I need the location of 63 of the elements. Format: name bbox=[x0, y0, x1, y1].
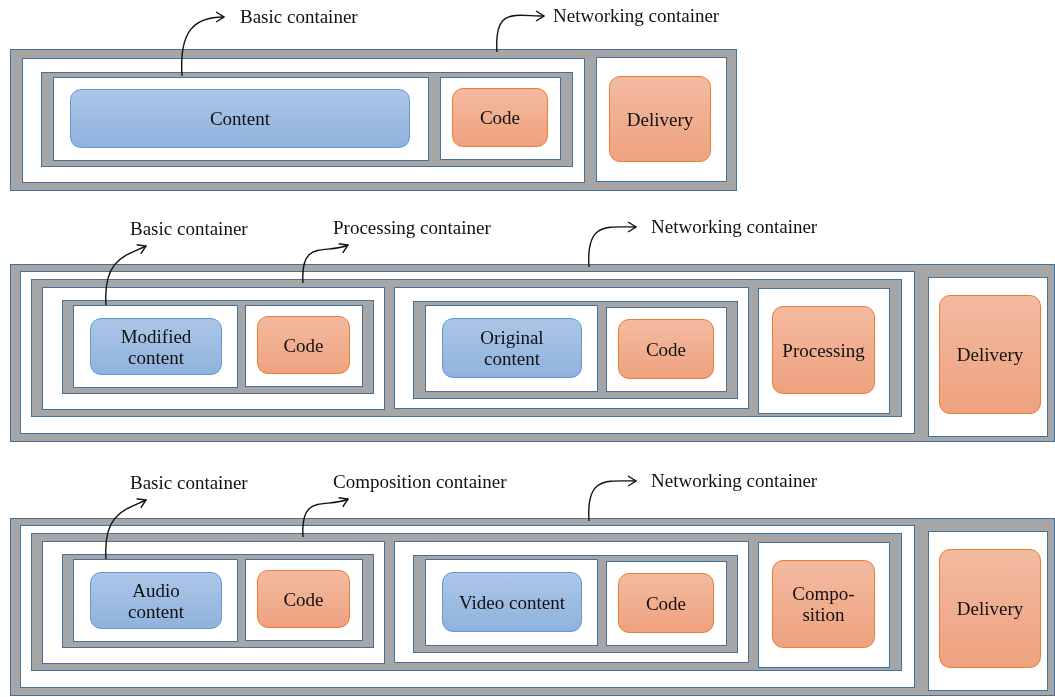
module-box: Code bbox=[618, 573, 714, 633]
content-box: Modified content bbox=[90, 318, 222, 375]
container-box bbox=[927, 530, 1048, 691]
container-box bbox=[244, 558, 363, 641]
container-box bbox=[19, 270, 915, 434]
container-box bbox=[605, 560, 727, 646]
container-frame bbox=[10, 264, 1055, 442]
container-frame bbox=[31, 533, 902, 671]
container-box bbox=[393, 286, 749, 409]
container-label: Processing container bbox=[331, 214, 521, 245]
container-box bbox=[72, 558, 238, 642]
module-box: Delivery bbox=[939, 295, 1041, 414]
container-box bbox=[52, 76, 429, 161]
module-box: Delivery bbox=[939, 549, 1041, 668]
container-box bbox=[595, 56, 727, 182]
leader-arrow bbox=[302, 242, 349, 284]
module-box: Code bbox=[618, 319, 714, 379]
container-frame bbox=[62, 300, 374, 394]
leader-arrow bbox=[588, 475, 637, 522]
container-frame bbox=[41, 72, 573, 167]
container-label: Networking container bbox=[544, 4, 754, 28]
leader-arrow bbox=[496, 10, 545, 53]
container-label: Networking container bbox=[636, 215, 851, 239]
container-label: Composition container bbox=[331, 468, 521, 499]
container-frame bbox=[31, 279, 902, 417]
container-box bbox=[424, 558, 598, 646]
container-box bbox=[41, 286, 385, 410]
content-box: Video content bbox=[442, 572, 582, 632]
container-frame bbox=[10, 49, 737, 191]
content-box: Audio content bbox=[90, 572, 222, 629]
container-label: Basic container bbox=[224, 5, 384, 29]
leader-arrow bbox=[105, 497, 147, 560]
container-box bbox=[439, 76, 561, 160]
container-label: Basic container bbox=[128, 469, 268, 500]
container-label: Networking container bbox=[636, 469, 851, 493]
module-box: Code bbox=[452, 88, 548, 147]
container-box bbox=[72, 304, 238, 388]
container-label: Basic container bbox=[128, 215, 268, 246]
leader-arrow bbox=[588, 221, 637, 268]
container-box bbox=[757, 541, 890, 668]
container-frame bbox=[413, 301, 738, 399]
leader-arrow bbox=[302, 496, 349, 538]
container-box bbox=[927, 276, 1048, 437]
module-box: Code bbox=[257, 570, 350, 628]
leader-arrow bbox=[105, 243, 147, 306]
container-box bbox=[244, 304, 363, 387]
leader-arrow bbox=[180, 11, 225, 77]
module-box: Code bbox=[257, 316, 350, 374]
container-box bbox=[41, 540, 385, 664]
container-frame bbox=[62, 554, 374, 648]
content-box: Content bbox=[70, 89, 410, 148]
container-box bbox=[757, 287, 890, 414]
content-box: Original content bbox=[442, 318, 582, 378]
container-box bbox=[21, 57, 585, 183]
container-box bbox=[19, 524, 915, 688]
module-box: Compo- sition bbox=[772, 560, 875, 648]
module-box: Processing bbox=[772, 306, 875, 394]
container-box bbox=[393, 540, 749, 663]
container-box bbox=[424, 304, 598, 392]
container-box bbox=[605, 306, 727, 392]
module-box: Delivery bbox=[609, 76, 711, 162]
container-frame bbox=[10, 518, 1055, 696]
container-frame bbox=[413, 555, 738, 653]
